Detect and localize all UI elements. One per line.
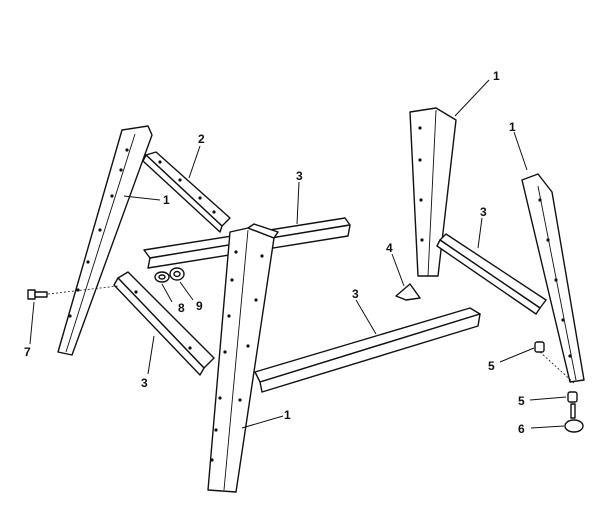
- callout-8: 8: [178, 301, 185, 315]
- leg-front: [207, 223, 279, 493]
- callout-1-right: 1: [509, 120, 516, 134]
- callout-7: 7: [24, 345, 31, 359]
- callout-5-upper: 5: [488, 359, 495, 373]
- bolt-7: [27, 285, 119, 300]
- callout-9: 9: [196, 299, 203, 313]
- nut-5-lower: [567, 391, 578, 403]
- brace-lower-left: [113, 271, 215, 376]
- washer-8: [154, 271, 170, 283]
- callout-1-front-leg: 1: [284, 408, 291, 422]
- leg-right-front: [521, 173, 585, 383]
- leg-left-rear: [57, 125, 153, 356]
- leader-lines: [29, 79, 567, 429]
- callout-3-right: 3: [480, 205, 487, 219]
- callout-4: 4: [386, 241, 393, 255]
- callout-6: 6: [518, 422, 525, 436]
- brace-short-upper: [142, 151, 231, 233]
- callout-1-left-leg: 1: [163, 193, 170, 207]
- callout-labels: 1 1 2 3 1 3 4 3 8 9 7 3 5 5 1 6: [24, 69, 525, 436]
- leg-right-rear: [409, 107, 457, 277]
- nut-5-upper: [534, 341, 576, 385]
- leveling-wedge-4: [395, 283, 421, 301]
- callout-3-lower-left: 3: [141, 376, 148, 390]
- callout-3-center: 3: [296, 169, 303, 183]
- brace-long-lower: [254, 307, 481, 393]
- lockwasher-9: [169, 267, 185, 281]
- callout-2: 2: [198, 132, 205, 146]
- leveling-foot-6: [564, 403, 584, 433]
- callout-1-top-right: 1: [493, 69, 500, 83]
- callout-3-lower-center: 3: [352, 287, 359, 301]
- brace-right: [436, 233, 547, 315]
- callout-5-lower: 5: [518, 394, 525, 408]
